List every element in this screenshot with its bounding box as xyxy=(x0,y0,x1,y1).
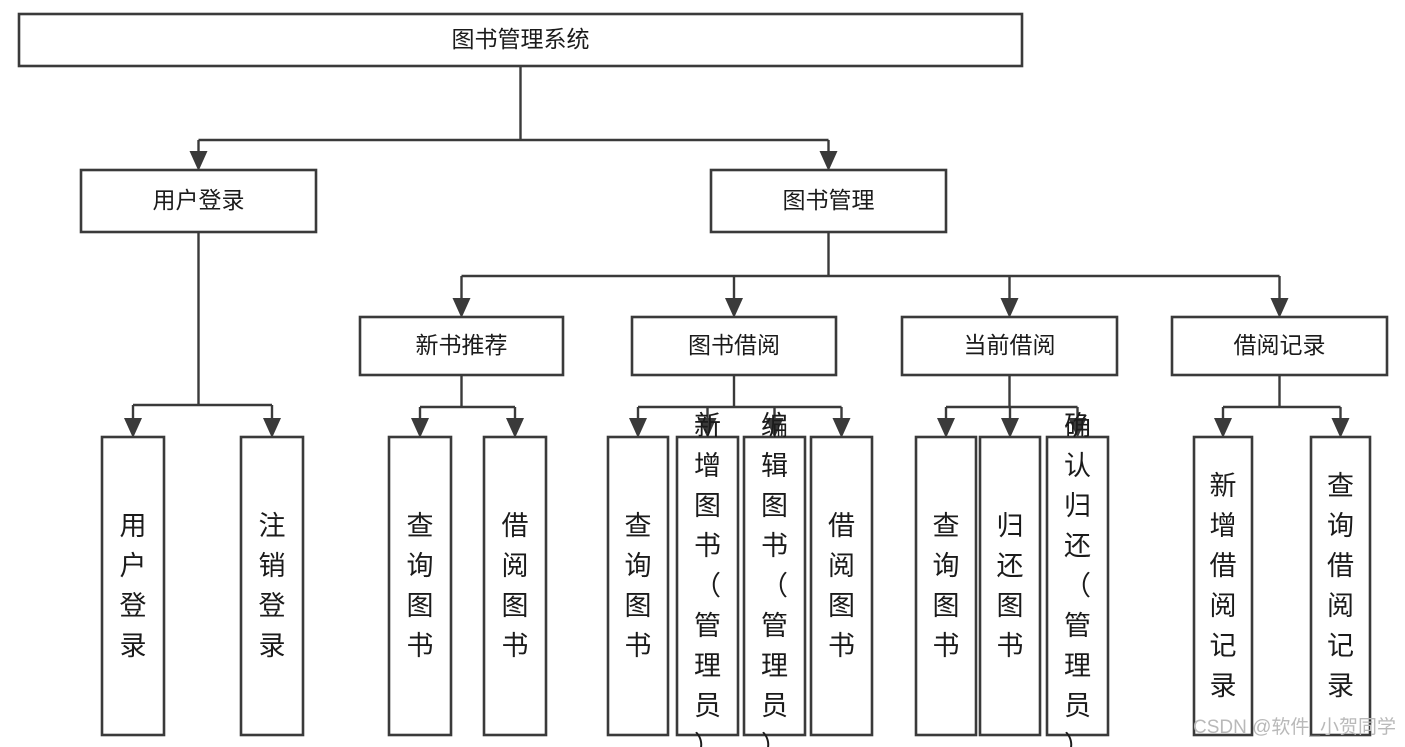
node-box-outline xyxy=(900,315,1119,377)
node-label-new-book-recommend: 新书推荐 xyxy=(416,332,508,358)
node-label-borrow-record: 借阅记录 xyxy=(1234,332,1326,358)
node-label-leaf-query-book-recommend: 查询图书 xyxy=(407,511,434,661)
connector-layer xyxy=(124,66,1350,438)
node-leaf-add-borrow-record[interactable]: 新增借阅记录 xyxy=(1192,435,1254,737)
arrow-head-icon xyxy=(506,418,524,438)
node-box-outline xyxy=(239,435,305,737)
node-leaf-confirm-return[interactable]: 确认归还（管理员） xyxy=(1045,411,1110,747)
node-label-leaf-add-book: 新增图书（管理员） xyxy=(694,411,721,747)
node-box-outline xyxy=(387,435,453,737)
node-label-leaf-borrow-book-recommend: 借阅图书 xyxy=(502,511,529,661)
node-label-leaf-user-login: 用户登录 xyxy=(120,511,147,661)
node-label-leaf-edit-book: 编辑图书（管理员） xyxy=(761,411,788,747)
csdn-watermark: CSDN @软件_小贺同学 xyxy=(1193,716,1396,738)
node-layer: 图书管理系统用户登录图书管理新书推荐图书借阅当前借阅借阅记录用户登录注销登录查询… xyxy=(17,12,1389,747)
arrow-head-icon xyxy=(1270,298,1289,318)
node-label-leaf-borrow-book: 借阅图书 xyxy=(828,511,855,661)
node-box-outline xyxy=(630,315,838,377)
node-new-book-recommend[interactable]: 新书推荐 xyxy=(358,315,565,377)
node-leaf-add-book[interactable]: 新增图书（管理员） xyxy=(675,411,740,747)
arrow-head-icon xyxy=(1068,418,1087,438)
node-leaf-borrow-book-recommend[interactable]: 借阅图书 xyxy=(482,435,548,737)
node-box-outline xyxy=(742,435,807,737)
node-box-outline xyxy=(914,435,978,737)
node-label-leaf-query-borrow-record: 查询借阅记录 xyxy=(1327,471,1354,701)
node-book-management[interactable]: 图书管理 xyxy=(709,168,948,234)
node-box-outline xyxy=(17,12,1024,68)
node-box-outline xyxy=(1192,435,1254,737)
node-current-borrow[interactable]: 当前借阅 xyxy=(900,315,1119,377)
node-box-outline xyxy=(606,435,670,737)
node-label-user-login: 用户登录 xyxy=(153,187,245,213)
arrow-head-icon xyxy=(263,418,281,438)
node-label-book-borrow: 图书借阅 xyxy=(688,332,780,358)
arrow-head-icon xyxy=(698,418,717,438)
node-box-outline xyxy=(1309,435,1372,737)
node-label-leaf-return-book: 归还图书 xyxy=(997,511,1024,661)
node-box-outline xyxy=(79,168,318,234)
node-book-borrow[interactable]: 图书借阅 xyxy=(630,315,838,377)
node-leaf-query-book-current[interactable]: 查询图书 xyxy=(914,435,978,737)
node-leaf-query-book-recommend[interactable]: 查询图书 xyxy=(387,435,453,737)
arrow-head-icon xyxy=(411,418,429,438)
node-leaf-logout[interactable]: 注销登录 xyxy=(239,435,305,737)
node-label-leaf-query-book-current: 查询图书 xyxy=(933,511,960,661)
node-leaf-user-login[interactable]: 用户登录 xyxy=(100,435,166,737)
node-borrow-record[interactable]: 借阅记录 xyxy=(1170,315,1389,377)
node-label-leaf-logout: 注销登录 xyxy=(259,511,286,661)
node-leaf-borrow-book[interactable]: 借阅图书 xyxy=(809,435,874,737)
node-box-outline xyxy=(482,435,548,737)
arrow-head-icon xyxy=(452,298,471,318)
arrow-head-icon xyxy=(1331,418,1350,438)
node-box-outline xyxy=(100,435,166,737)
arrow-head-icon xyxy=(725,298,743,318)
node-box-outline xyxy=(809,435,874,737)
node-box-outline xyxy=(709,168,948,234)
node-box-outline xyxy=(358,315,565,377)
node-box-outline xyxy=(1045,435,1110,737)
arrow-head-icon xyxy=(1000,298,1019,318)
node-box-outline xyxy=(675,435,740,737)
arrow-head-icon xyxy=(124,418,142,438)
arrow-head-icon xyxy=(765,418,784,438)
node-label-leaf-confirm-return: 确认归还（管理员） xyxy=(1064,411,1091,747)
node-leaf-return-book[interactable]: 归还图书 xyxy=(978,435,1042,737)
arrow-head-icon xyxy=(819,151,838,171)
node-box-outline xyxy=(978,435,1042,737)
arrow-head-icon xyxy=(1001,418,1019,438)
node-label-leaf-add-borrow-record: 新增借阅记录 xyxy=(1210,471,1237,701)
node-label-current-borrow: 当前借阅 xyxy=(964,332,1056,358)
node-label-root: 图书管理系统 xyxy=(452,26,590,52)
node-leaf-query-book-borrow[interactable]: 查询图书 xyxy=(606,435,670,737)
node-label-leaf-query-book-borrow: 查询图书 xyxy=(625,511,652,661)
arrow-head-icon xyxy=(937,418,955,438)
arrow-head-icon xyxy=(832,418,851,438)
arrow-head-icon xyxy=(629,418,647,438)
node-leaf-query-borrow-record[interactable]: 查询借阅记录 xyxy=(1309,435,1372,737)
node-leaf-edit-book[interactable]: 编辑图书（管理员） xyxy=(742,411,807,747)
node-root-root[interactable]: 图书管理系统 xyxy=(17,12,1024,68)
node-label-book-management: 图书管理 xyxy=(783,187,875,213)
arrow-head-icon xyxy=(189,151,208,171)
node-user-login[interactable]: 用户登录 xyxy=(79,168,318,234)
node-box-outline xyxy=(1170,315,1389,377)
arrow-head-icon xyxy=(1214,418,1232,438)
